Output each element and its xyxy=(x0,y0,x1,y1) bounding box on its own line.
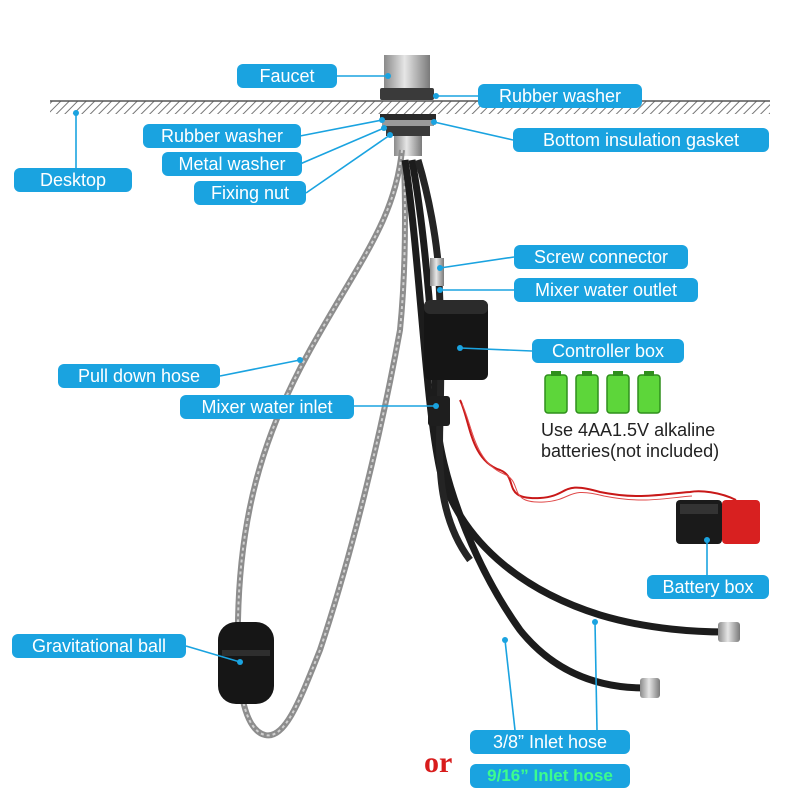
label-rubber-washer: Rubber washer xyxy=(143,124,301,148)
label-inlet-hose-916: 9/16” Inlet hose xyxy=(470,764,630,788)
battery-icon xyxy=(575,371,599,414)
label-desktop: Desktop xyxy=(14,168,132,192)
label-screw-connector: Screw connector xyxy=(514,245,688,269)
desktop-countertop xyxy=(50,100,770,114)
inlet-hose-fitting-short xyxy=(640,678,660,698)
label-gravitational-ball: Gravitational ball xyxy=(12,634,186,658)
battery-icon xyxy=(606,371,630,414)
controller-box xyxy=(424,300,488,380)
label-controller-box: Controller box xyxy=(532,339,684,363)
inlet-hose-fitting-long xyxy=(718,622,740,642)
battery-box xyxy=(676,500,760,544)
battery-note: Use 4AA1.5V alkaline batteries(not inclu… xyxy=(541,420,720,461)
label-faucet: Faucet xyxy=(237,64,337,88)
label-metal-washer: Metal washer xyxy=(162,152,302,176)
inlet-hose-long xyxy=(401,159,726,636)
label-battery-box: Battery box xyxy=(647,575,769,599)
mixer-inlet-fitting xyxy=(428,396,450,426)
label-inlet-hose-38: 3/8” Inlet hose xyxy=(470,730,630,754)
battery-icon xyxy=(544,371,568,414)
label-rubber-washer-top: Rubber washer xyxy=(478,84,642,108)
gravitational-ball xyxy=(218,622,274,704)
label-mixer-water-outlet: Mixer water outlet xyxy=(514,278,698,302)
battery-icons xyxy=(544,371,661,414)
screw-connector xyxy=(430,258,444,286)
faucet-body xyxy=(380,55,434,100)
label-mixer-water-inlet: Mixer water inlet xyxy=(180,395,354,419)
label-pull-down-hose: Pull down hose xyxy=(58,364,220,388)
battery-icon xyxy=(637,371,661,414)
leader-dots xyxy=(73,73,710,665)
label-fixing-nut: Fixing nut xyxy=(194,181,306,205)
label-bottom-insulation-gasket: Bottom insulation gasket xyxy=(513,128,769,152)
or-text: or xyxy=(424,746,453,779)
leader-lines xyxy=(75,75,708,731)
